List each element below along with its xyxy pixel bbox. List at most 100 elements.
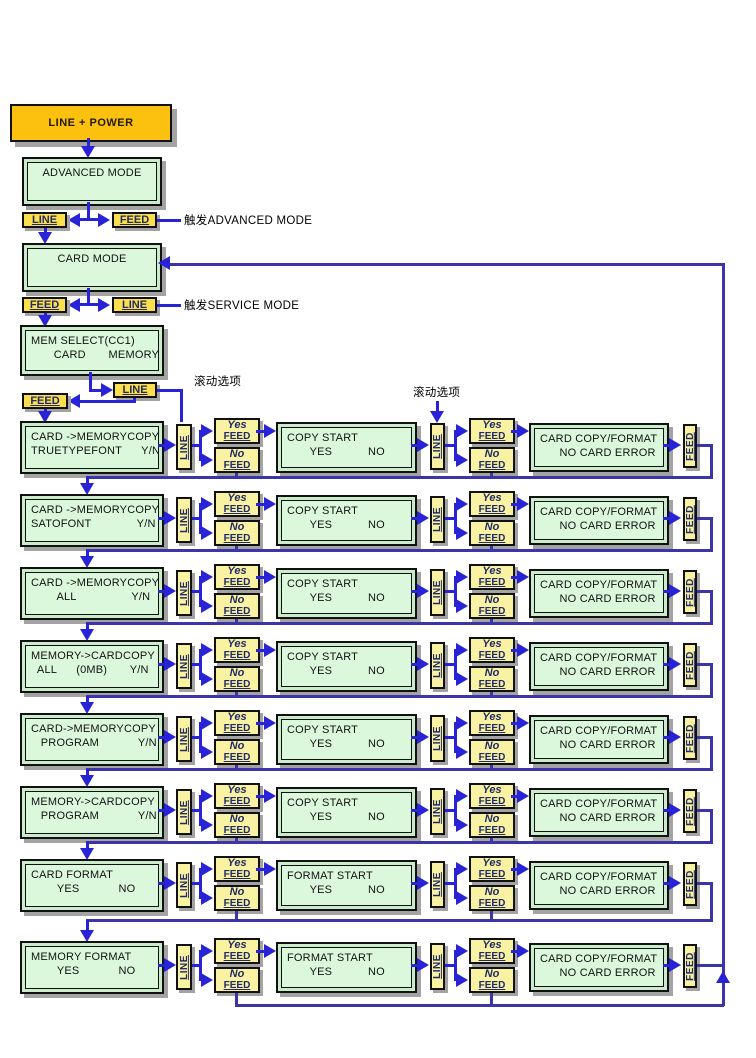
yes-no-label: No xyxy=(229,886,245,898)
screen-text-line2: NO CARD ERROR xyxy=(540,666,656,678)
key-label: FEED xyxy=(684,504,696,534)
screen-text-line1: CARD COPY/FORMAT xyxy=(540,579,658,591)
connector-line xyxy=(158,964,166,967)
arrow-right-icon xyxy=(456,789,468,803)
confirm-screen: COPY START YES NO xyxy=(276,568,417,619)
arrow-left-icon xyxy=(158,256,170,270)
bottom-return-line xyxy=(235,1004,724,1007)
arrow-right-icon xyxy=(517,789,529,803)
connector-line xyxy=(445,444,457,447)
arrow-right-icon xyxy=(264,944,276,958)
arrow-down-icon xyxy=(80,848,94,860)
key-label: LINE xyxy=(178,799,190,825)
screen-text-line1: CARD COPY/FORMAT xyxy=(540,506,658,518)
feed-label: FEED xyxy=(223,898,251,909)
screen-text-line1: CARD ->MEMORYCOPY xyxy=(31,577,159,589)
screen-text-line2: YES NO xyxy=(287,519,385,531)
arrow-right-icon xyxy=(517,643,529,657)
connector-line xyxy=(663,809,671,812)
key-label: LINE xyxy=(178,580,190,606)
arrow-right-icon xyxy=(517,424,529,438)
arrow-right-icon xyxy=(669,438,681,452)
connector-line xyxy=(158,444,166,447)
arrow-right-icon xyxy=(201,789,213,803)
feed-key-vertical: FEED xyxy=(683,716,697,760)
connector-line xyxy=(256,576,266,579)
key-label: LINE xyxy=(432,580,443,605)
key-label: LINE xyxy=(432,434,443,459)
key-label: LINE xyxy=(178,507,190,533)
line-key-button: LINE xyxy=(113,382,157,398)
connector-line xyxy=(256,722,266,725)
screen-text-line2: NO CARD ERROR xyxy=(540,739,656,751)
screen-text-line2: NO CARD ERROR xyxy=(540,885,656,897)
connector-line xyxy=(89,372,92,391)
arrow-right-icon xyxy=(417,438,429,452)
arrow-right-icon xyxy=(201,599,213,613)
arrow-right-icon xyxy=(164,876,176,890)
screen-text-line1: CARD ->MEMORYCOPY xyxy=(31,504,159,516)
yes-no-label: Yes xyxy=(482,492,502,504)
arrow-down-icon xyxy=(38,232,52,244)
connector-line xyxy=(411,882,419,885)
arrow-right-icon xyxy=(669,803,681,817)
key-label: LINE xyxy=(432,799,443,824)
arrow-right-icon xyxy=(456,453,468,467)
yes-no-label: Yes xyxy=(227,857,247,869)
screen-text-line2: SATOFONT Y/N xyxy=(31,518,156,530)
key-label: FEED xyxy=(684,650,696,680)
arrow-right-icon xyxy=(456,643,468,657)
connector-line xyxy=(454,503,457,534)
arrow-right-icon xyxy=(201,424,213,438)
line-key-vertical: LINE xyxy=(430,642,445,689)
arrow-right-icon xyxy=(517,716,529,730)
screen-text-line2: YES NO xyxy=(287,966,385,978)
result-screen: CARD COPY/FORMAT NO CARD ERROR xyxy=(529,788,669,837)
connector-line xyxy=(511,430,519,433)
screen-advanced-mode: ADVANCED MODE xyxy=(22,157,162,206)
screen-text-line2: NO CARD ERROR xyxy=(540,447,656,459)
key-label: FEED xyxy=(684,431,696,461)
connector-line xyxy=(490,765,493,769)
loop-connector-line xyxy=(710,591,713,625)
connector-line xyxy=(158,590,166,593)
key-label: LINE xyxy=(178,872,190,898)
connector-line xyxy=(235,473,238,477)
line-key-vertical: LINE xyxy=(176,716,192,762)
arrow-right-icon xyxy=(517,862,529,876)
line-key-vertical: LINE xyxy=(430,943,445,990)
yes-no-label: Yes xyxy=(482,939,502,951)
result-screen: CARD COPY/FORMAT NO CARD ERROR xyxy=(529,496,669,545)
connector-line xyxy=(663,444,671,447)
key-label: FEED xyxy=(684,577,696,607)
arrow-right-icon xyxy=(264,789,276,803)
connector-line xyxy=(445,964,457,967)
connector-line xyxy=(454,430,457,461)
feed-label: FEED xyxy=(223,431,251,442)
connector-line xyxy=(87,138,90,147)
connector-line xyxy=(490,911,493,920)
screen-text-line2: YES NO xyxy=(287,446,385,458)
screen-text-line2: TRUETYPEFONT Y/N xyxy=(31,445,159,457)
arrow-down-icon xyxy=(430,411,444,423)
connector-line xyxy=(490,838,493,842)
arrow-right-icon xyxy=(201,526,213,540)
connector-line xyxy=(663,736,671,739)
connector-line xyxy=(663,882,671,885)
screen-text-line1: COPY START xyxy=(287,724,359,736)
screen-text-line1: COPY START xyxy=(287,432,359,444)
connector-line xyxy=(454,722,457,753)
connector-line xyxy=(411,736,419,739)
connector-line xyxy=(192,736,201,739)
confirm-screen: COPY START YES NO xyxy=(276,787,417,838)
connector-line xyxy=(89,389,101,392)
feed-label: FEED xyxy=(223,650,251,661)
